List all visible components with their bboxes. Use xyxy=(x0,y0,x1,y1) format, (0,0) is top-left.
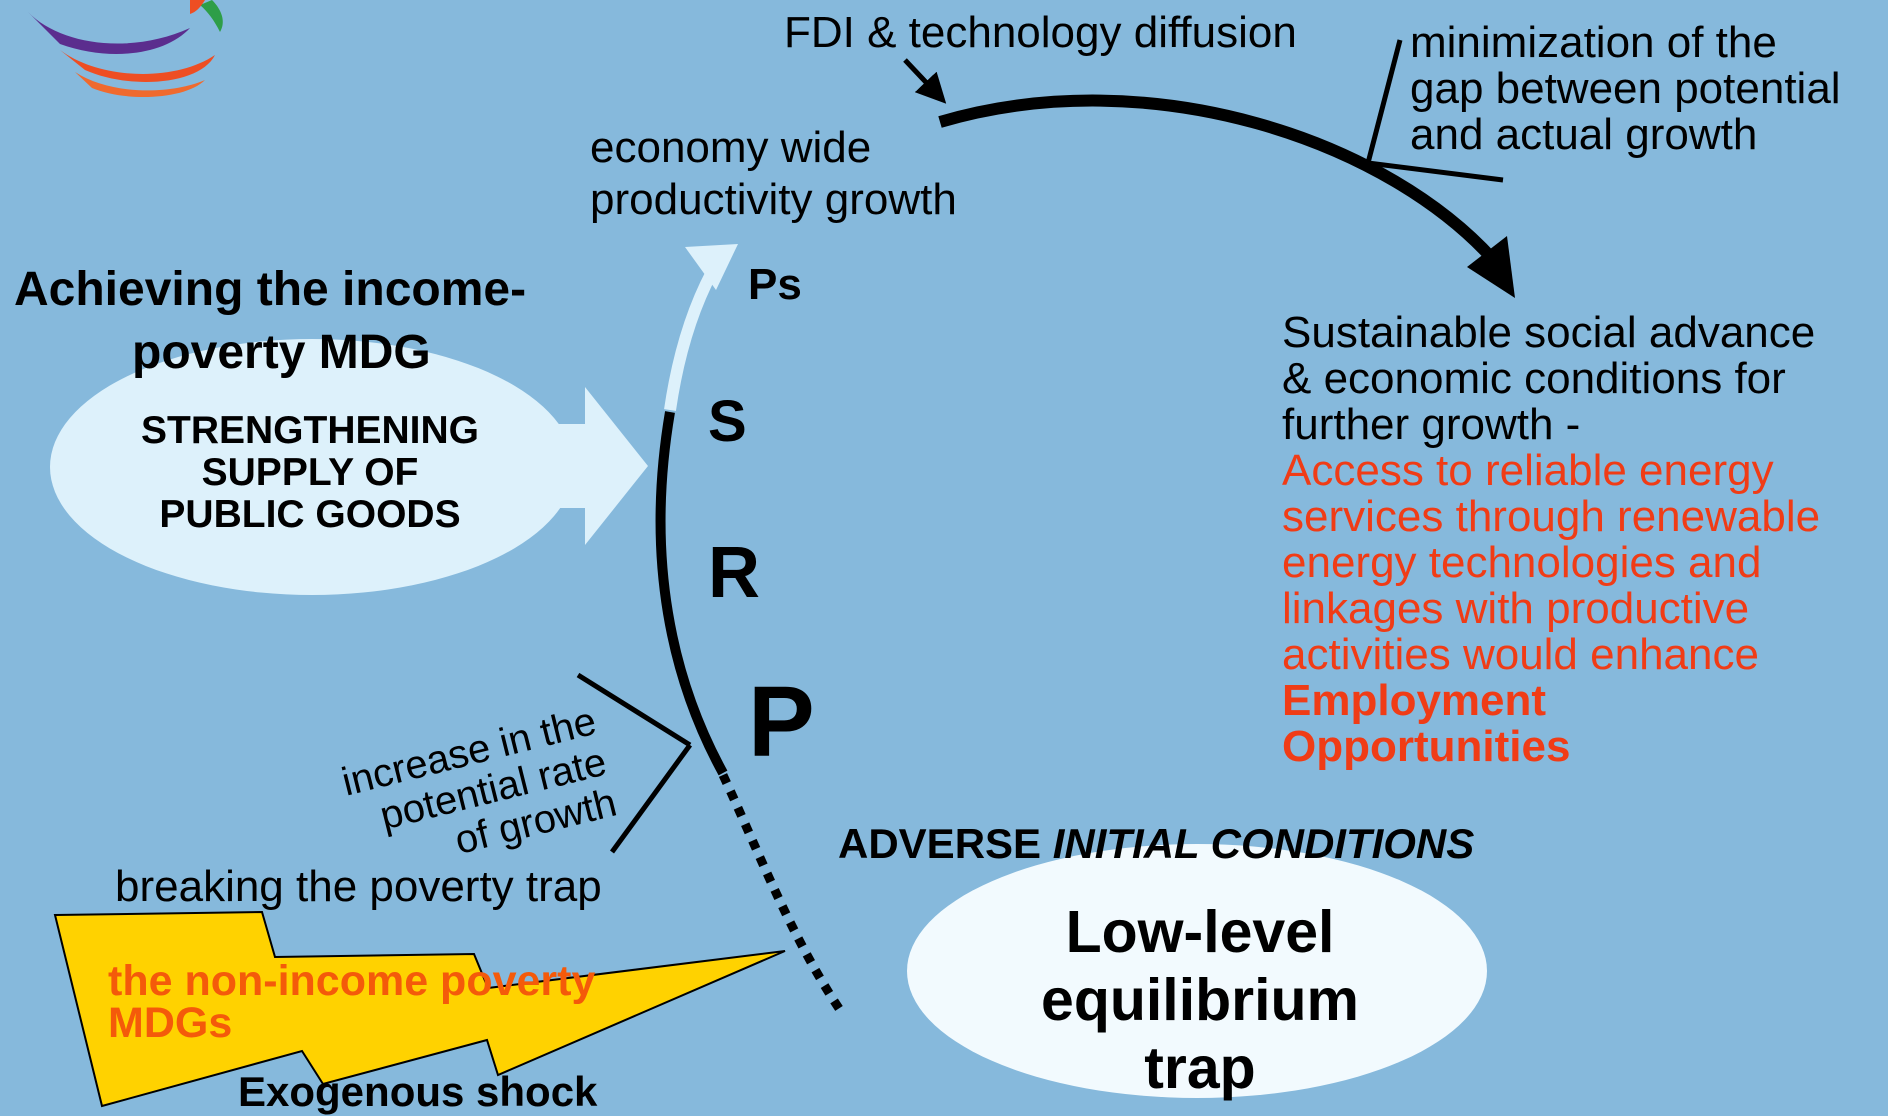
supply-line-2: SUPPLY OF xyxy=(201,451,419,494)
non-income-line-2: MDGs xyxy=(108,999,233,1047)
productivity-arrow-head xyxy=(685,244,738,290)
logo-icon xyxy=(28,0,223,98)
productivity-arrow-line xyxy=(664,269,718,411)
productivity-label: economy wide productivity growth xyxy=(590,122,957,226)
top-arc xyxy=(938,94,1503,269)
supply-line-3: PUBLIC GOODS xyxy=(159,493,461,536)
fdi-label: FDI & technology diffusion xyxy=(784,8,1297,57)
sustainable-block: Sustainable social advance & economic co… xyxy=(1282,310,1820,770)
supply-line-1: STRENGTHENING xyxy=(140,409,479,452)
adverse-plain: ADVERSE xyxy=(838,820,1053,867)
minimization-line-1: minimization of the xyxy=(1410,18,1777,67)
exogenous-shock-label: Exogenous shock xyxy=(238,1068,598,1115)
supply-label: STRENGTHENING SUPPLY OF PUBLIC GOODS xyxy=(90,410,530,536)
trap-oval xyxy=(907,844,1487,1098)
sustainable-line-1: Sustainable social advance xyxy=(1282,308,1816,357)
energy-line-4: linkages with productive xyxy=(1282,584,1750,633)
top-arc-arrow-head xyxy=(1467,236,1515,298)
trap-line-3: trap xyxy=(1144,1035,1256,1101)
adverse-conditions-label: ADVERSE INITIAL CONDITIONS xyxy=(838,820,1474,868)
curve-label-s: S xyxy=(708,389,747,454)
curve-label-r: R xyxy=(708,533,760,613)
goal-title: Achieving the income- poverty MDG xyxy=(14,258,526,384)
growth-curve xyxy=(655,411,728,776)
potential-rate-bracket xyxy=(576,672,693,854)
energy-line-1: Access to reliable energy xyxy=(1282,446,1774,495)
breaking-trap-label: breaking the poverty trap xyxy=(115,862,602,911)
sustainable-line-3: further growth - xyxy=(1282,400,1581,449)
curve-label-ps: Ps xyxy=(748,260,802,309)
trap-line-1: Low-level xyxy=(1065,899,1335,965)
minimization-bracket xyxy=(1365,39,1504,183)
non-income-line-1: the non-income poverty xyxy=(108,957,596,1005)
goal-title-line-2: poverty MDG xyxy=(132,326,431,379)
minimization-line-2: gap between potential xyxy=(1410,64,1841,113)
goal-title-line-1: Achieving the income- xyxy=(14,263,527,316)
employment-line-1: Employment xyxy=(1282,676,1547,725)
energy-line-5: activities would enhance xyxy=(1282,630,1759,679)
energy-line-2: services through renewable xyxy=(1282,492,1821,541)
lightning-bolt-shape xyxy=(53,910,786,1108)
dotted-curve xyxy=(718,773,844,1013)
non-income-label: the non-income poverty MDGs xyxy=(108,957,596,1047)
trap-label: Low-level equilibrium trap xyxy=(1000,898,1400,1102)
minimization-line-3: and actual growth xyxy=(1410,110,1758,159)
supply-oval xyxy=(50,339,574,595)
adverse-italic: INITIAL CONDITIONS xyxy=(1052,820,1475,867)
minimization-label: minimization of the gap between potentia… xyxy=(1410,20,1841,158)
productivity-line-2: productivity growth xyxy=(590,175,957,224)
fdi-arrow xyxy=(903,58,947,104)
curve-label-p: P xyxy=(748,666,815,778)
sustainable-line-2: & economic conditions for xyxy=(1282,354,1786,403)
productivity-line-1: economy wide xyxy=(590,123,872,172)
energy-line-3: energy technologies and xyxy=(1282,538,1762,587)
trap-line-2: equilibrium xyxy=(1041,967,1359,1033)
employment-line-2: Opportunities xyxy=(1282,722,1571,771)
